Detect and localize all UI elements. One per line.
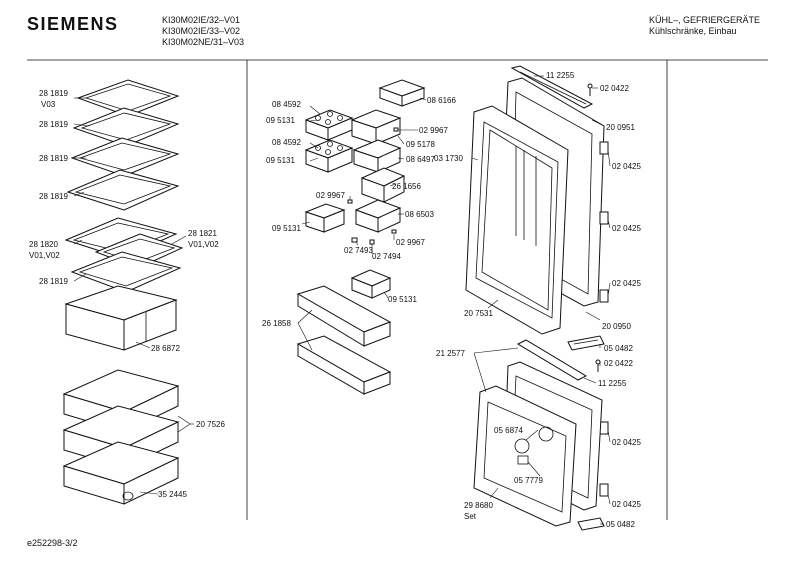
label-095131: 09 5131 (388, 295, 417, 304)
middle-leaders (297, 97, 427, 351)
label-095131: 09 5131 (272, 224, 301, 233)
label-029967: 02 9967 (396, 238, 425, 247)
label-261858: 26 1858 (262, 319, 291, 328)
label-086503: 08 6503 (405, 210, 434, 219)
label-112255: 11 2255 (546, 71, 575, 80)
label-212577: 21 2577 (436, 349, 465, 358)
part-labels: 28 1819 V03 28 1819 28 1819 28 1819 28 1… (29, 71, 641, 529)
shelf-glass-2 (72, 107, 180, 147)
label-v03: V03 (41, 100, 56, 109)
label-v01-v02-right: V01,V02 (188, 240, 219, 249)
door-shelf-ribs (515, 146, 537, 246)
label-352445: 35 2445 (158, 490, 187, 499)
hinge-top (510, 65, 594, 109)
label-056874: 05 6874 (494, 426, 523, 435)
model-2: KI30M02IE/33–V02 (162, 26, 241, 36)
label-112255: 11 2255 (598, 379, 627, 388)
label-v01-v02-left: V01,V02 (29, 251, 60, 260)
label-020422: 02 0422 (600, 84, 629, 93)
label-020425: 02 0425 (612, 162, 641, 171)
label-020422: 02 0422 (604, 359, 633, 368)
brand-logo: SIEMENS (27, 14, 119, 34)
label-027493: 02 7493 (344, 246, 373, 255)
label-050482: 05 0482 (606, 520, 635, 529)
butter-box-lid (378, 79, 426, 107)
label-095131: 09 5131 (266, 156, 295, 165)
label-281821: 28 1821 (188, 229, 217, 238)
label-095178: 09 5178 (406, 140, 435, 149)
label-200950: 20 0950 (602, 322, 631, 331)
small-tray-right (354, 199, 402, 233)
label-029967: 02 9967 (419, 126, 448, 135)
category-line-2: Kühlschränke, Einbau (649, 26, 737, 36)
label-set: Set (464, 512, 477, 521)
label-281819: 28 1819 (39, 277, 68, 286)
small-tray-left (304, 203, 346, 233)
label-031730: 03 1730 (434, 154, 463, 163)
drawing-code: e252298-3/2 (27, 538, 78, 548)
label-200951: 20 0951 (606, 123, 635, 132)
butter-box-1 (350, 109, 402, 145)
label-207531: 20 7531 (464, 309, 493, 318)
label-020425: 02 0425 (612, 279, 641, 288)
drawer-3 (62, 441, 180, 505)
frame-lines (27, 59, 768, 520)
label-281819: 28 1819 (39, 154, 68, 163)
label-086166: 08 6166 (427, 96, 456, 105)
label-281819: 28 1819 (39, 89, 68, 98)
left-leaders (73, 97, 194, 495)
label-286872: 28 6872 (151, 344, 180, 353)
door-balcony-1 (296, 285, 392, 347)
hinge-bracket-bottom (577, 517, 605, 531)
label-281819: 28 1819 (39, 120, 68, 129)
dairy-compartment (360, 167, 406, 203)
model-1: KI30M02IE/32–V01 (162, 15, 241, 25)
label-029967: 02 9967 (316, 191, 345, 200)
label-281819: 28 1819 (39, 192, 68, 201)
shelf-glass-3 (70, 137, 180, 177)
shelf-glass-4 (66, 169, 180, 211)
label-298680: 29 8680 (464, 501, 493, 510)
label-207526: 20 7526 (196, 420, 225, 429)
freezer-controls (514, 426, 554, 465)
shelf-glass-1 (76, 79, 180, 117)
label-084592: 08 4592 (272, 138, 301, 147)
label-086497: 08 6497 (406, 155, 435, 164)
label-027494: 02 7494 (372, 252, 401, 261)
label-020425: 02 0425 (612, 224, 641, 233)
door-balcony-2 (296, 335, 392, 395)
label-261656: 26 1656 (392, 182, 421, 191)
label-084592: 08 4592 (272, 100, 301, 109)
shelf-glass-6 (70, 251, 182, 293)
crisper-box-pair (64, 285, 178, 351)
category-line-1: KÜHL–, GEFRIERGERÄTE (649, 15, 761, 25)
label-095131: 09 5131 (266, 116, 295, 125)
label-057779: 05 7779 (514, 476, 543, 485)
model-3: KI30M02NE/31–V03 (162, 37, 245, 47)
butter-box-2 (352, 139, 402, 173)
hinge-bracket-mid (567, 335, 605, 351)
door-gasket-upper (465, 105, 569, 335)
category-title: KÜHL–, GEFRIERGERÄTE Kühlschränke, Einba… (649, 15, 760, 37)
egg-tray-1 (304, 109, 354, 141)
label-020425: 02 0425 (612, 438, 641, 447)
label-281820: 28 1820 (29, 240, 58, 249)
bottle-holder (350, 269, 392, 299)
hinge-mid (516, 339, 588, 381)
label-020425: 02 0425 (612, 500, 641, 509)
egg-tray-2 (304, 139, 354, 173)
model-list: KI30M02IE/32–V01 KI30M02IE/33–V02 KI30M0… (162, 15, 244, 48)
right-leaders (471, 75, 611, 525)
clips-small (347, 127, 399, 245)
label-050482: 05 0482 (604, 344, 633, 353)
hinge-blocks (599, 141, 609, 497)
